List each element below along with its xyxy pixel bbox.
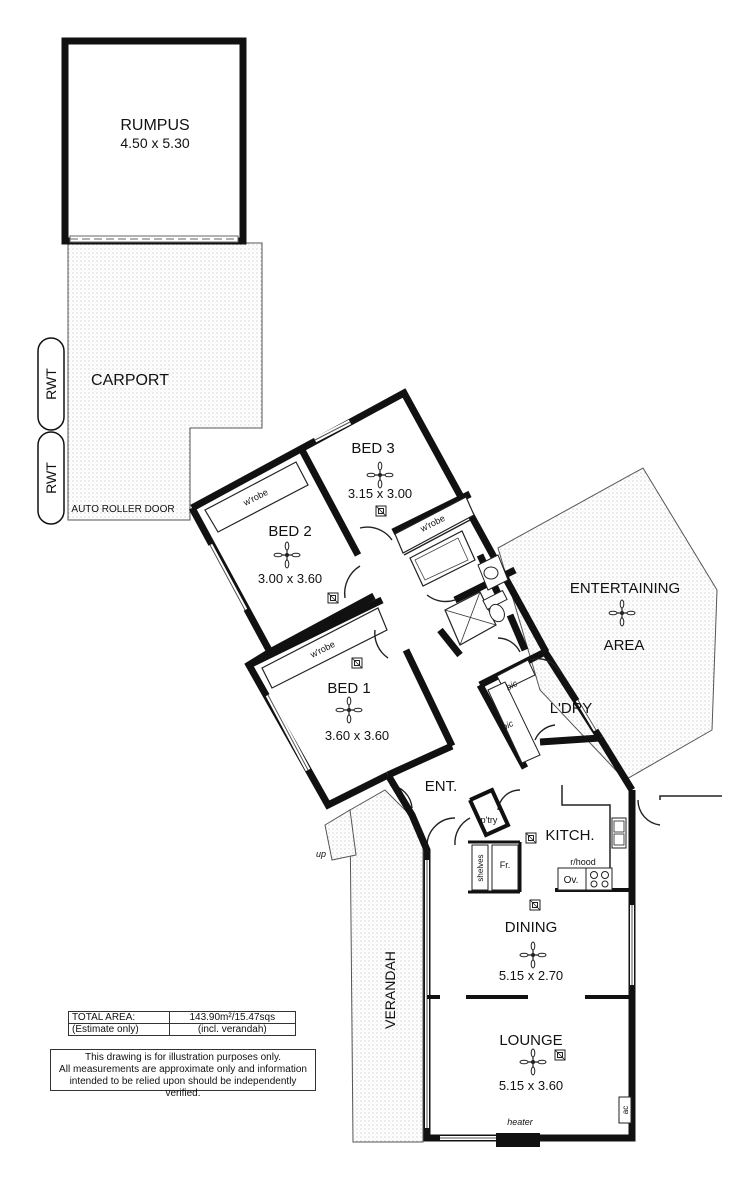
laundry-name: L'DRY xyxy=(550,700,593,717)
ceiling-fan-icon-bed2 xyxy=(273,541,301,569)
ceiling-fan-icon-bed1 xyxy=(335,696,363,724)
bed3-name: BED 3 xyxy=(351,440,394,457)
light-fitting-icon-bed1 xyxy=(351,657,363,669)
bed3-robe xyxy=(394,496,475,554)
fridge-label: Fr. xyxy=(500,860,511,870)
bed1-robe xyxy=(261,607,388,689)
pantry-label: p'try xyxy=(481,815,498,825)
verandah-name: VERANDAH xyxy=(382,951,398,1029)
light-fitting-icon-bed3 xyxy=(375,505,387,517)
total-area-value: 143.90m²/15.47sqs xyxy=(168,1011,297,1024)
rumpus-dims: 4.50 x 5.30 xyxy=(120,135,189,151)
ceiling-fan-icon-dining xyxy=(519,941,547,969)
heater-unit xyxy=(496,1133,540,1147)
carport-area xyxy=(67,242,263,521)
rwt-tank-top xyxy=(37,337,65,431)
area-table: TOTAL AREA: 143.90m²/15.47sqs (Estimate … xyxy=(68,1011,297,1036)
bed1-dims: 3.60 x 3.60 xyxy=(325,728,389,743)
disclaimer-line-2: All measurements are approximate only an… xyxy=(59,1064,307,1075)
carport-name: CARPORT xyxy=(91,372,169,389)
total-area-label: TOTAL AREA: xyxy=(68,1011,170,1024)
shelves-label: shelves xyxy=(476,854,485,881)
oven-label: Ov. xyxy=(564,875,579,886)
cooktop-icon xyxy=(585,867,613,891)
estimate-label: (Estimate only) xyxy=(68,1023,170,1036)
up-label: up xyxy=(316,849,326,859)
bed2-dims: 3.00 x 3.60 xyxy=(258,571,322,586)
rwt-tank-bottom xyxy=(37,431,65,525)
sink-icon xyxy=(611,817,627,849)
heater-label: heater xyxy=(507,1117,534,1127)
dining-name: DINING xyxy=(505,919,558,936)
carport-door-label: AUTO ROLLER DOOR xyxy=(71,504,174,515)
bed3-dims: 3.15 x 3.00 xyxy=(348,486,412,501)
laundry-bic-top-label: bic xyxy=(504,678,519,692)
bed2-robe xyxy=(204,461,309,533)
dining-dims: 5.15 x 2.70 xyxy=(499,968,563,983)
bed2-name: BED 2 xyxy=(268,523,311,540)
rumpus-room xyxy=(61,37,247,245)
light-fitting-icon-bed2 xyxy=(327,592,339,604)
ceiling-fan-icon-bed3 xyxy=(366,461,394,489)
light-fitting-icon-lounge xyxy=(554,1049,566,1061)
disclaimer-line-3: intended to be relied upon should be ind… xyxy=(69,1076,297,1099)
ac-unit xyxy=(618,1096,632,1124)
ac-label: ac xyxy=(621,1106,630,1114)
living-block-walls xyxy=(384,773,722,1142)
rwt-label-bottom: RWT xyxy=(43,462,59,494)
rhood-label: r/hood xyxy=(570,857,596,867)
entertaining-line2: AREA xyxy=(604,637,645,654)
light-fitting-icon-kitchen xyxy=(525,832,537,844)
light-fitting-icon-dining xyxy=(529,899,541,911)
bed1-name: BED 1 xyxy=(327,680,370,697)
porch-area xyxy=(324,809,357,861)
entry-name: ENT. xyxy=(425,778,458,795)
toilet-icon xyxy=(482,589,508,623)
lounge-name: LOUNGE xyxy=(499,1032,562,1049)
estimate-value: (incl. verandah) xyxy=(168,1023,297,1036)
oven xyxy=(557,867,587,891)
windows xyxy=(207,419,599,772)
rwt-label-top: RWT xyxy=(43,368,59,400)
disclaimer-box: This drawing is for illustration purpose… xyxy=(50,1049,316,1099)
bathtub-icon xyxy=(409,530,476,587)
disclaimer-line-1: This drawing is for illustration purpose… xyxy=(84,1052,281,1063)
entertaining-area xyxy=(497,467,718,781)
basin-icon xyxy=(477,554,509,591)
ceiling-fan-icon-lounge xyxy=(519,1048,547,1076)
entertaining-line1: ENTERTAINING xyxy=(570,580,680,597)
door-swings xyxy=(343,526,661,846)
laundry-bic-side-label: bic xyxy=(500,718,515,732)
kitchen-name: KITCH. xyxy=(545,827,594,844)
laundry-bic-side xyxy=(487,681,541,764)
shower-icon xyxy=(444,591,497,646)
rumpus-name: RUMPUS xyxy=(120,117,189,134)
lounge-dims: 5.15 x 3.60 xyxy=(499,1078,563,1093)
